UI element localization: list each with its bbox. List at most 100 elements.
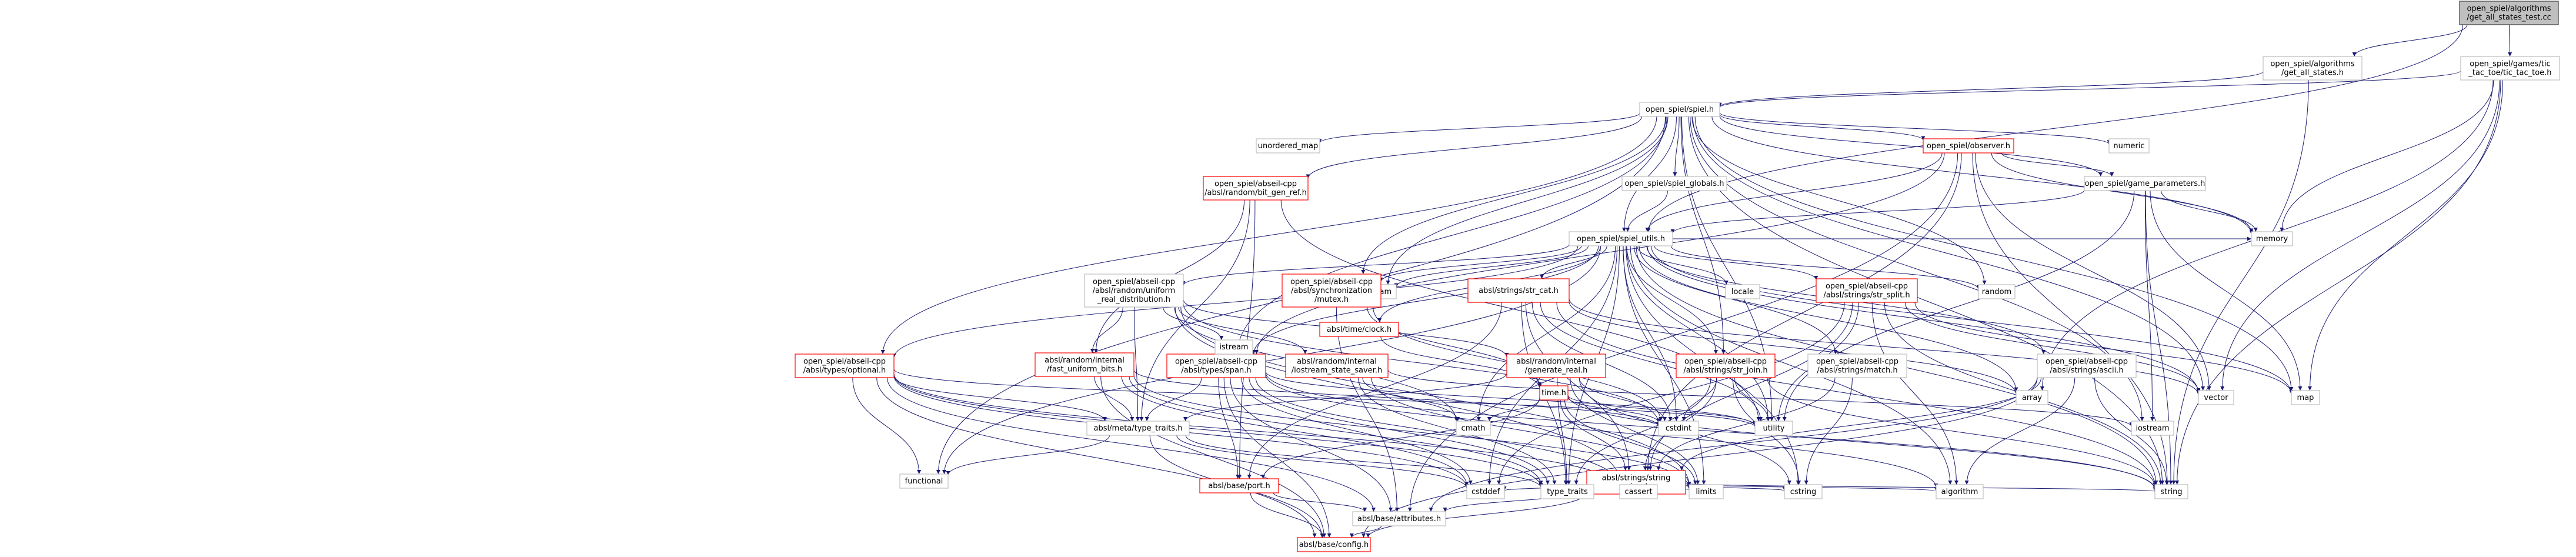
node-random[interactable]: random [1978,284,2016,299]
edge-span-to-cstddef [1241,377,1473,485]
node-mutex[interactable]: open_spiel/abseil-cpp/absl/synchronizati… [1282,274,1382,308]
edge-observer-to-string_view [1646,152,1962,471]
node-span[interactable]: open_spiel/abseil-cpp/absl/types/span.h [1166,353,1266,378]
edge-type_traits_h-to-type_traits [1185,435,1543,488]
node-tic-tac-toe[interactable]: open_spiel/games/tic_tac_toe/tic_tac_toe… [2460,56,2560,81]
edge-str_split-to-vector [1904,302,2201,392]
node-optional[interactable]: open_spiel/abseil-cpp/absl/types/optiona… [795,353,895,378]
edge-str_split-to-algorithm [1871,302,1958,485]
node-label-line: open_spiel/abseil-cpp [1826,282,1908,291]
node-observer[interactable]: open_spiel/observer.h [1923,138,2014,154]
node-utility[interactable]: utility [1754,421,1793,436]
node-string[interactable]: string [2154,484,2188,499]
edge-generate_real-to-limits [1570,377,1700,485]
node-iostream-state[interactable]: absl/random/internal/iostream_state_save… [1285,353,1389,378]
node-generate-real[interactable]: absl/random/internal/generate_real.h [1506,353,1606,378]
node-label-line: _real_distribution.h [1097,295,1170,304]
node-box [1214,339,1253,355]
node-label-line: absl/base/config.h [1299,541,1369,549]
edge-spiel-to-spiel_utils [1622,116,1677,232]
node-limits[interactable]: limits [1689,484,1724,499]
node-config[interactable]: absl/base/config.h [1297,537,1371,552]
node-label-line: /absl/types/optional.h [803,366,886,375]
node-box [1297,537,1371,552]
node-label-line: iostream [2135,424,2169,433]
node-box [1466,484,1505,499]
node-label-line: open_spiel/abseil-cpp [1214,179,1297,188]
edge-fast_uniform-to-type_traits [1129,376,1543,485]
edge-spiel-to-str_join [1680,116,1726,355]
edge-game_parameters-to-utility [1782,190,2135,422]
node-label-line: open_spiel/abseil-cpp [2046,357,2128,366]
node-label-line: /generate_real.h [1525,366,1588,375]
node-box [1456,421,1491,436]
edge-game_parameters-to-spiel_utils [1670,189,2085,234]
node-memory[interactable]: memory [2251,231,2293,246]
node-cassert[interactable]: cassert [1619,484,1658,499]
node-clock[interactable]: absl/time/clock.h [1319,322,1399,337]
node-str-split[interactable]: open_spiel/abseil-cpp/absl/strings/str_s… [1816,278,1918,303]
edge-span-to-port [1218,377,1240,479]
node-bit-gen-ref[interactable]: open_spiel/abseil-cpp/absl/random/bit_ge… [1203,176,1309,201]
node-numeric[interactable]: numeric [2108,138,2150,154]
node-match[interactable]: open_spiel/abseil-cpp/absl/strings/match… [1807,353,1907,378]
node-box [1725,284,1760,299]
node-spiel-globals[interactable]: open_spiel/spiel_globals.h [1621,176,1727,191]
node-spiel[interactable]: open_spiel/spiel.h [1639,102,1720,117]
node-get-all-states[interactable]: open_spiel/algorithms/get_all_states.h [2263,56,2363,81]
node-game-parameters[interactable]: open_spiel/game_parameters.h [2084,176,2206,191]
edge-match-to-cstring [1804,377,1853,485]
node-cstddef[interactable]: cstddef [1466,484,1505,499]
node-spiel-utils[interactable]: open_spiel/spiel_utils.h [1569,231,1673,246]
node-locale[interactable]: locale [1725,284,1760,299]
node-array[interactable]: array [2016,390,2048,405]
node-iostream[interactable]: iostream [2131,421,2174,436]
node-port[interactable]: absl/base/port.h [1199,478,1279,493]
node-label-line: /get_all_states_test.cc [2467,13,2551,22]
edge-spiel-to-vector [1692,116,2205,391]
edge-spiel_utils-to-utility [1626,245,1770,422]
node-box [1639,102,1720,117]
node-map[interactable]: map [2291,390,2320,405]
node-label-line: absl/base/port.h [1208,482,1270,491]
node-algorithm[interactable]: algorithm [1936,484,1984,499]
node-label-line: /absl/strings/str_split.h [1823,291,1910,299]
node-box [1084,274,1184,308]
node-istream[interactable]: istream [1214,339,1253,355]
node-unordered-map[interactable]: unordered_map [1256,138,1320,154]
node-label-line: map [2297,393,2314,402]
node-uniform-real[interactable]: open_spiel/abseil-cpp/absl/random/unifor… [1084,274,1184,308]
node-label-line: open_spiel/algorithms [2270,59,2354,68]
node-type-traits[interactable]: type_traits [1540,484,1594,499]
edge-spiel-to-sstream [1386,116,1669,285]
edge-spiel-to-map [1694,116,2294,391]
node-cmath[interactable]: cmath [1456,421,1491,436]
edge-iostream_state-to-cmath [1362,377,1460,422]
node-time[interactable]: time.h [1539,385,1569,401]
node-cstring[interactable]: cstring [1784,484,1823,499]
node-box [2084,176,2206,191]
node-box [2460,56,2560,81]
node-vector[interactable]: vector [2198,390,2234,405]
edge-spiel-to-spiel_globals [1673,116,1680,177]
node-box [1539,385,1569,401]
edge-spiel_utils-to-mutex [1379,245,1582,282]
node-attributes[interactable]: absl/base/attributes.h [1352,511,1446,526]
node-fast-uniform[interactable]: absl/random/internal/fast_uniform_bits.h [1035,352,1134,377]
node-str-join[interactable]: open_spiel/abseil-cpp/absl/strings/str_j… [1676,353,1776,378]
edge-spiel-to-bit_gen_ref [1306,116,1642,179]
edge-fast_uniform-to-cstdint [1133,369,1661,426]
edge-optional-to-cassert [893,373,1622,489]
edge-spiel_utils-to-str_split [1654,245,1818,281]
node-str-cat[interactable]: absl/strings/str_cat.h [1467,278,1570,303]
node-root[interactable]: open_spiel/algorithms/get_all_states_tes… [2459,1,2559,25]
node-label-line: _tac_toe/tic_tac_toe.h [2468,68,2551,77]
edge-spiel-to-random [1691,116,1987,285]
edge-spiel_utils-to-random [1670,245,1981,289]
edge-str_join-to-type_traits [1574,377,1711,485]
node-ascii[interactable]: open_spiel/abseil-cpp/absl/strings/ascii… [2037,353,2137,378]
node-functional[interactable]: functional [899,473,949,489]
node-cstdint[interactable]: cstdint [1658,421,1699,436]
node-label-line: open_spiel/abseil-cpp [1093,278,1175,286]
node-type-traits-h[interactable]: absl/meta/type_traits.h [1086,421,1190,436]
